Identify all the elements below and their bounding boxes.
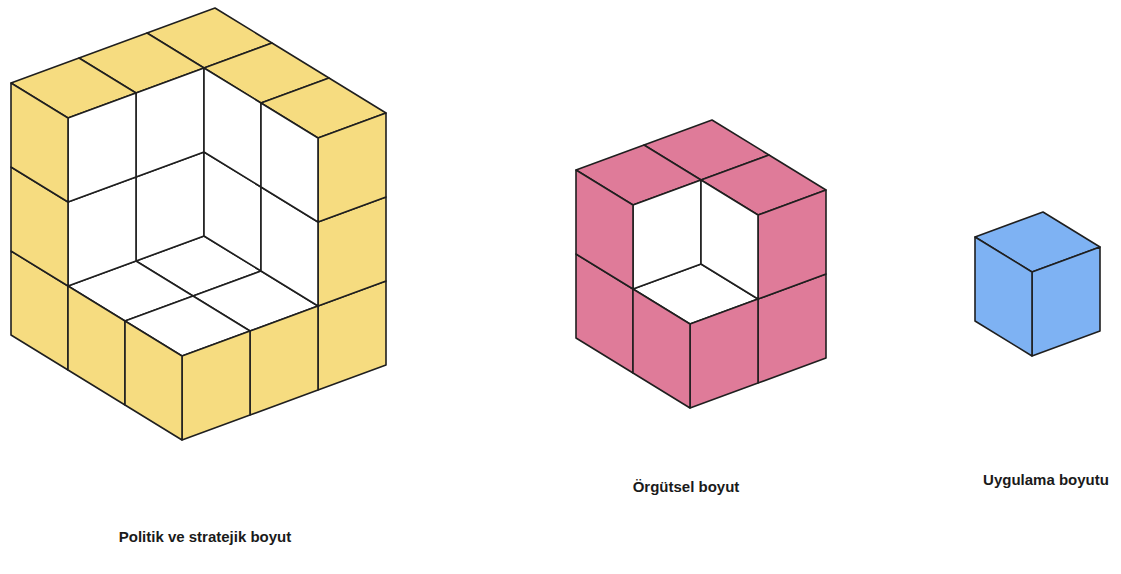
cube-face [633,289,690,408]
large-cube [11,8,386,440]
cube-face [633,180,701,289]
cube-face [318,113,386,222]
cube-face [758,190,826,299]
dimension-label: Örgütsel boyut [633,478,740,495]
cube-face [125,321,182,440]
dimension-label: Uygulama boyutu [983,471,1109,488]
medium-cube [576,120,826,408]
cube-face [182,331,250,440]
cube-face [701,180,758,299]
cube-face [690,299,758,408]
cube-face [261,103,318,222]
cube-face [576,170,633,289]
cube-face [136,68,204,177]
cube-face [68,93,136,202]
dimension-label: Politik ve stratejik boyut [119,528,292,545]
cube-face [1032,247,1100,356]
small-cube [975,212,1100,356]
cube-face [975,237,1032,356]
cube-face [68,286,125,405]
cube-face [204,68,261,187]
cube-face [11,83,68,202]
cube-face [250,306,318,415]
